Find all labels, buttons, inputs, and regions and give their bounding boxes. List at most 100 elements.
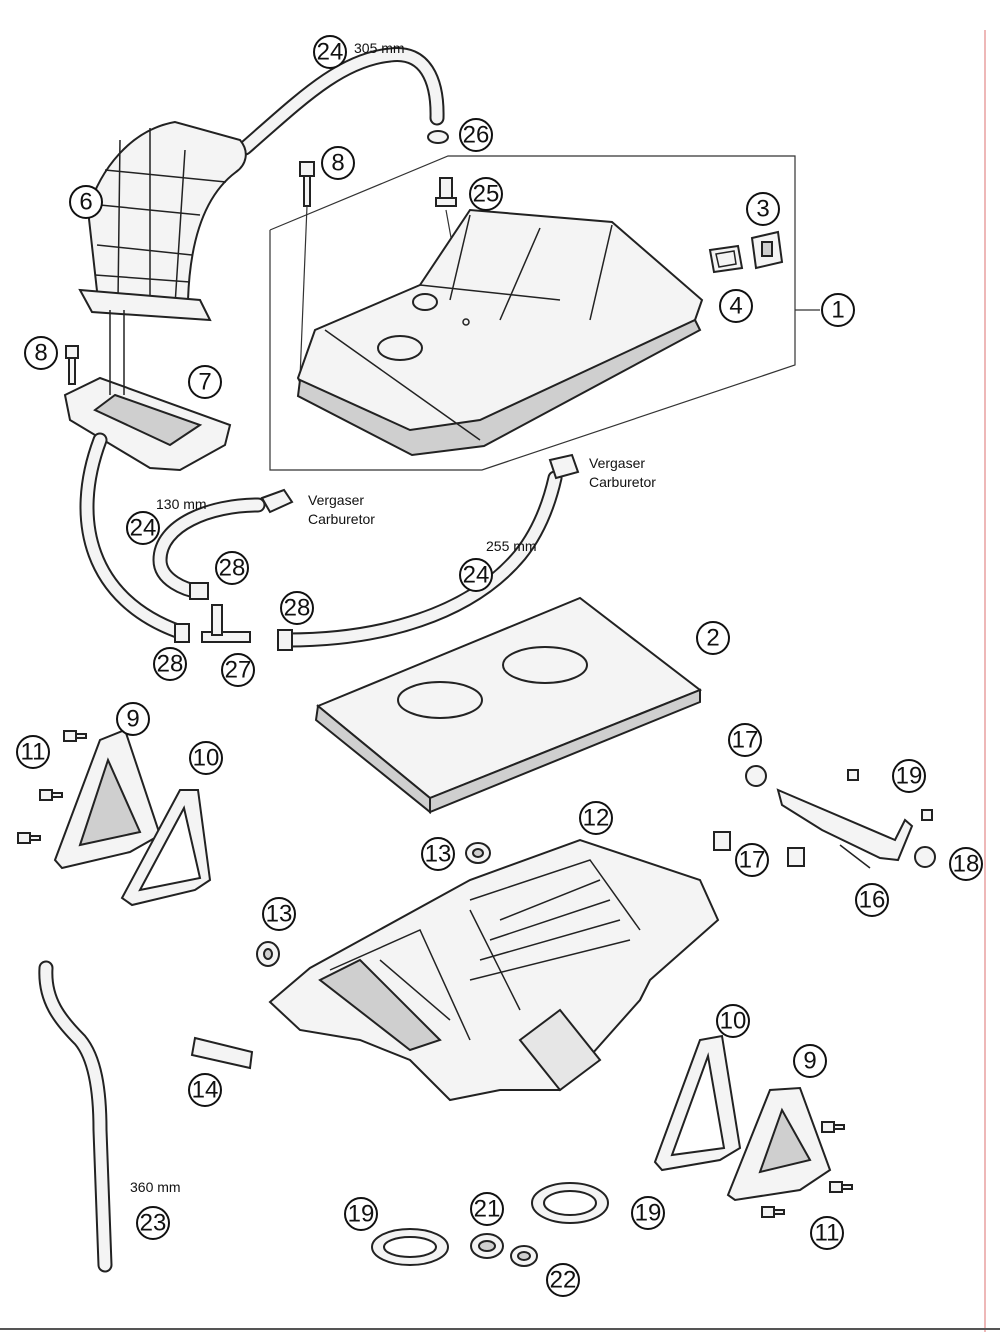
callout-10-left: 10 xyxy=(189,741,223,775)
cover-plate-9-right xyxy=(726,1086,832,1202)
cover-assembly-box xyxy=(269,155,820,471)
svg-text:8: 8 xyxy=(331,150,344,177)
svg-text:12: 12 xyxy=(583,805,610,832)
svg-text:18: 18 xyxy=(953,851,980,878)
svg-text:13: 13 xyxy=(266,901,293,928)
carburetor-en-lower: Carburetor xyxy=(308,511,375,527)
callout-22: 22 xyxy=(546,1263,580,1297)
svg-text:28: 28 xyxy=(157,651,184,678)
svg-text:9: 9 xyxy=(126,706,139,733)
screws-11-left xyxy=(17,730,87,844)
seal-4 xyxy=(708,244,744,274)
callout-15: 16 xyxy=(855,883,889,917)
screws-11-right xyxy=(761,1121,853,1218)
svg-text:13: 13 xyxy=(425,841,452,868)
callout-23: 23 xyxy=(136,1206,170,1240)
screw-8-top xyxy=(299,161,315,379)
callout-11-right: 11 xyxy=(810,1216,844,1250)
grommet-13-upper xyxy=(465,842,491,864)
cover-plate-9-left xyxy=(53,728,162,870)
svg-text:24: 24 xyxy=(463,562,490,589)
callout-18: 19 xyxy=(892,759,926,793)
svg-text:10: 10 xyxy=(193,745,220,772)
length-360: 360 mm xyxy=(130,1179,181,1195)
clamp-28-left xyxy=(174,623,190,643)
length-255: 255 mm xyxy=(486,538,537,554)
callout-6: 6 xyxy=(69,185,103,219)
t-piece-27 xyxy=(201,604,251,643)
clamp-26 xyxy=(427,130,449,144)
svg-text:24: 24 xyxy=(130,515,157,542)
svg-text:26: 26 xyxy=(463,122,490,149)
callout-17-upper: 17 xyxy=(728,723,762,757)
svg-text:9: 9 xyxy=(803,1048,816,1075)
ring-19-right xyxy=(531,1182,609,1224)
svg-text:24: 24 xyxy=(317,39,344,66)
callout-3: 3 xyxy=(746,192,780,226)
airbox-housing xyxy=(268,838,720,1102)
svg-text:11: 11 xyxy=(815,1220,840,1247)
airbox-cover xyxy=(296,208,704,457)
ring-19-left xyxy=(371,1228,449,1266)
svg-text:22: 22 xyxy=(550,1267,577,1294)
svg-text:17: 17 xyxy=(732,727,759,754)
callout-1: 1 xyxy=(821,293,855,327)
grommet-13-lower xyxy=(256,941,280,967)
callout-27: 27 xyxy=(221,653,255,687)
callout-26: 26 xyxy=(459,118,493,152)
svg-text:17: 17 xyxy=(739,847,766,874)
callout-8: 8 xyxy=(321,146,355,180)
intake-boot xyxy=(78,120,247,322)
svg-text:28: 28 xyxy=(219,555,246,582)
callout-17-lower: 18 xyxy=(949,847,983,881)
callout-13-lower: 13 xyxy=(262,897,296,931)
svg-text:25: 25 xyxy=(473,181,500,208)
intake-bracket xyxy=(63,310,232,472)
callout-19-right: 19 xyxy=(631,1196,665,1230)
rubbers-17 xyxy=(745,765,936,868)
callout-8-left: 8 xyxy=(24,336,58,370)
gasket-10-right xyxy=(653,1034,742,1172)
hose-255mm xyxy=(277,453,580,651)
callout-28-lower: 28 xyxy=(153,647,187,681)
air-filter xyxy=(314,596,703,815)
callout-2: 2 xyxy=(696,621,730,655)
svg-text:27: 27 xyxy=(225,657,252,684)
callout-24: 24 xyxy=(313,35,347,69)
callout-4: 4 xyxy=(719,289,753,323)
svg-text:28: 28 xyxy=(284,595,311,622)
svg-text:21: 21 xyxy=(474,1196,501,1223)
callout-19-left: 19 xyxy=(344,1197,378,1231)
callout-9-right: 9 xyxy=(793,1044,827,1078)
callout-28-right: 28 xyxy=(280,591,314,625)
svg-text:2: 2 xyxy=(706,625,719,652)
callout-24-130: 24 xyxy=(126,511,160,545)
cap-3 xyxy=(750,230,784,270)
callout-24-255: 24 xyxy=(459,558,493,592)
plug-22 xyxy=(510,1245,538,1267)
carburetor-en-upper: Carburetor xyxy=(589,474,656,490)
callout-11-left: 11 xyxy=(16,735,50,769)
callout-10-right: 10 xyxy=(716,1004,750,1038)
carburetor-de-upper: Vergaser xyxy=(589,455,645,471)
callout-12: 12 xyxy=(579,801,613,835)
clip-14 xyxy=(190,1036,254,1070)
hose-305mm xyxy=(237,46,445,156)
callout-16: 17 xyxy=(735,843,769,877)
nuts-16 xyxy=(713,831,805,867)
plug-21 xyxy=(470,1233,504,1259)
gasket-10-left xyxy=(120,789,212,907)
drain-hose-23 xyxy=(38,960,113,1273)
callout-7: 7 xyxy=(188,365,222,399)
callout-21: 21 xyxy=(470,1192,504,1226)
svg-text:14: 14 xyxy=(192,1077,219,1104)
svg-text:11: 11 xyxy=(21,739,46,766)
svg-text:3: 3 xyxy=(756,196,769,223)
screw-8-left xyxy=(65,345,79,385)
length-305: 305 mm xyxy=(354,40,405,56)
callout-9-left: 9 xyxy=(116,702,150,736)
svg-text:8: 8 xyxy=(34,340,47,367)
callout-14: 14 xyxy=(188,1073,222,1107)
svg-text:7: 7 xyxy=(198,369,211,396)
